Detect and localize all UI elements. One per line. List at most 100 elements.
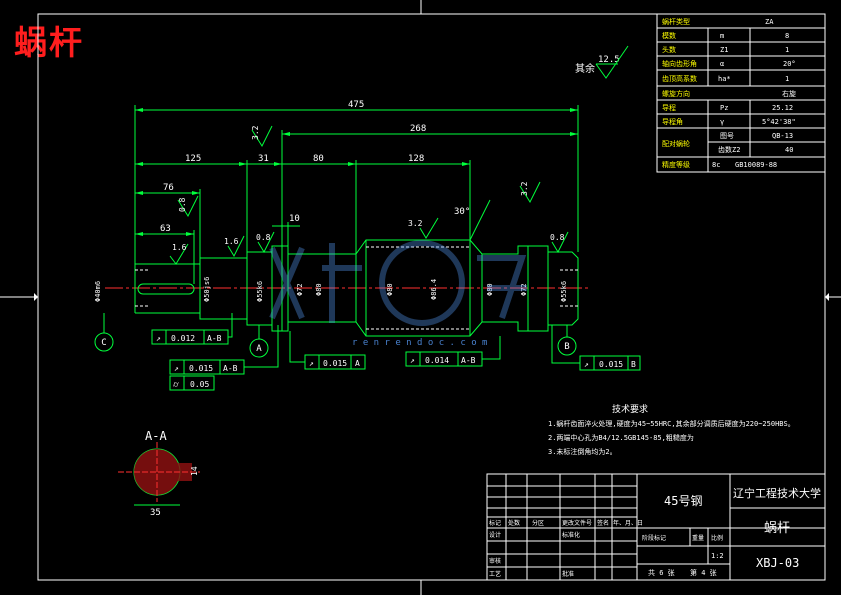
- param-value-2: 1: [785, 46, 789, 54]
- diam-label-10: Φ55k6: [560, 281, 568, 302]
- rough-0-8a: 0.8: [256, 233, 271, 242]
- param-sym-6: Pz: [720, 104, 728, 112]
- dimension-lines: [134, 105, 579, 284]
- tb-sheet-current: 第 4 张: [690, 568, 717, 577]
- tolerance-texts: ↗ 0.012 A-B ↗ 0.015 A-B ⌭ 0.05 ↗ 0.015 A…: [156, 334, 636, 389]
- param-label-3: 轴向齿形角: [662, 59, 697, 68]
- tol-4-value: 0.014: [425, 356, 449, 365]
- param-value-5: 右旋: [782, 89, 796, 98]
- tb-left-0: 设计: [489, 531, 501, 539]
- param-label-7: 导程角: [662, 117, 683, 126]
- tol-5-ref: B: [631, 360, 636, 369]
- tb-row-3: 更改文件号: [562, 519, 592, 527]
- tb-mid-0: 阶段标记: [642, 534, 666, 542]
- tb-drawing-no: XBJ-03: [756, 556, 799, 570]
- tol-1-ref: A-B: [223, 364, 238, 373]
- param-value-4: 1: [785, 75, 789, 83]
- param-label-4: 齿顶高系数: [662, 74, 697, 83]
- param-value-10: GB10089-88: [735, 161, 777, 169]
- dim-10: 10: [289, 214, 300, 224]
- dim-76: 76: [163, 183, 174, 193]
- tb-row-2: 分区: [532, 519, 544, 527]
- notes-title: 技术要求: [612, 403, 648, 415]
- dim-31: 31: [258, 154, 269, 164]
- tol-3-ref: A: [355, 359, 360, 368]
- tol-1-sym: ↗: [174, 364, 179, 373]
- tb-scale: 1:2: [711, 552, 724, 560]
- tb-material: 45号钢: [664, 494, 702, 508]
- diam-label-6: Φ80: [386, 283, 394, 296]
- param-label-2: 头数: [662, 45, 676, 54]
- datum-c: C: [101, 338, 106, 348]
- parameter-table: [656, 13, 826, 173]
- diam-label-4: Φ72: [296, 283, 304, 296]
- dim-80: 80: [313, 154, 324, 164]
- tb-mid-1: 重量: [692, 534, 704, 542]
- param-label-1: 模数: [662, 31, 676, 40]
- rough-0-8b: 0.8: [550, 233, 565, 242]
- datum-a: A: [256, 344, 262, 354]
- tol-4-ref: A-B: [461, 356, 476, 365]
- watermark-url: r e n r e n d o c . c o m: [352, 338, 487, 348]
- rough-3-2a: 3.2: [408, 219, 423, 228]
- dimension-arrows: [135, 108, 578, 236]
- diam-label-2: Φ50js6: [203, 277, 211, 302]
- diam-label-3: Φ55k6: [256, 281, 264, 302]
- title-block-text: 45号钢 辽宁工程技术大学 蜗杆 XBJ-03 1:2 共 6 张 第 4 张 …: [489, 486, 821, 578]
- tb-approve: 批准: [562, 570, 574, 578]
- param-value-1: 8: [785, 32, 789, 40]
- dimension-texts: 475 268 125 31 80 128 76 63 10 30°: [160, 100, 470, 234]
- datum-letters: C A B: [101, 338, 569, 354]
- param-sym-1: m: [720, 32, 724, 40]
- part-title: 蜗杆: [14, 23, 84, 62]
- param-value-0: ZA: [765, 18, 774, 26]
- title-block: [486, 473, 826, 581]
- parameter-table-text: 蜗杆类型 ZA 模数 m 8 头数 Z1 1 轴向齿形角 α 20° 齿顶高系数…: [662, 17, 796, 169]
- notes-line-2: 2.两端中心孔为B4/12.5GB145-85,粗糙度为: [548, 433, 694, 442]
- tol-3-value: 0.015: [323, 359, 347, 368]
- param-value-7: 5°42'38": [762, 118, 796, 126]
- param-label-6: 导程: [662, 103, 676, 112]
- datum-b: B: [564, 342, 569, 352]
- center-mark-left: [34, 293, 38, 301]
- tol-0-ref: A-B: [207, 334, 222, 343]
- dim-128: 128: [408, 154, 424, 164]
- rough-0-8c: 0.8: [178, 197, 187, 212]
- notes-line-1: 1.蜗杆齿面淬火处理,硬度为45~55HRC,其余部分调质后硬度为220~250…: [548, 419, 795, 428]
- dim-63: 63: [160, 224, 171, 234]
- tb-left-1: 审核: [489, 557, 501, 565]
- tol-2-sym: ⌭: [173, 380, 179, 389]
- diam-label-7: Φ86.4: [430, 279, 438, 300]
- tb-row-1: 处数: [508, 519, 520, 527]
- tol-1-value: 0.015: [189, 364, 213, 373]
- param-sym-10: 8c: [712, 161, 720, 169]
- rough-1-6a: 1.6: [172, 243, 187, 252]
- technical-notes: 技术要求 1.蜗杆齿面淬火处理,硬度为45~55HRC,其余部分调质后硬度为22…: [548, 403, 795, 456]
- tol-0-value: 0.012: [171, 334, 195, 343]
- rough-3-2b: 3.2: [251, 125, 260, 140]
- tol-2-value: 0.05: [190, 380, 209, 389]
- dim-angle: 30°: [454, 207, 470, 217]
- param-sym-3: α: [720, 60, 724, 68]
- datum-markers: [94, 313, 577, 358]
- diam-label-1: Φ40m6: [94, 281, 102, 302]
- param-sym-9: 齿数Z2: [718, 145, 740, 154]
- tolerance-frames: [151, 313, 641, 391]
- param-label-8: 配对蜗轮: [662, 139, 690, 148]
- rough-3-2c: 3.2: [520, 181, 529, 196]
- roughness-values: 1.6 1.6 0.8 3.2 0.8 3.2 3.2 0.8: [172, 125, 565, 252]
- param-label-10: 精度等级: [662, 160, 690, 169]
- param-value-8: QB-13: [772, 132, 793, 140]
- tol-0-sym: ↗: [156, 334, 161, 343]
- tb-school: 辽宁工程技术大学: [733, 486, 821, 500]
- tb-sheet-total: 共 6 张: [648, 568, 675, 577]
- tb-std: 标准化: [562, 531, 580, 539]
- tb-row-5: 年、月、日: [613, 519, 643, 527]
- dim-268: 268: [410, 124, 426, 134]
- param-label-5: 螺旋方向: [662, 89, 690, 98]
- section-view: A-A 35 14: [118, 429, 200, 518]
- angle-lines: [469, 199, 491, 241]
- center-mark-right: [825, 293, 829, 301]
